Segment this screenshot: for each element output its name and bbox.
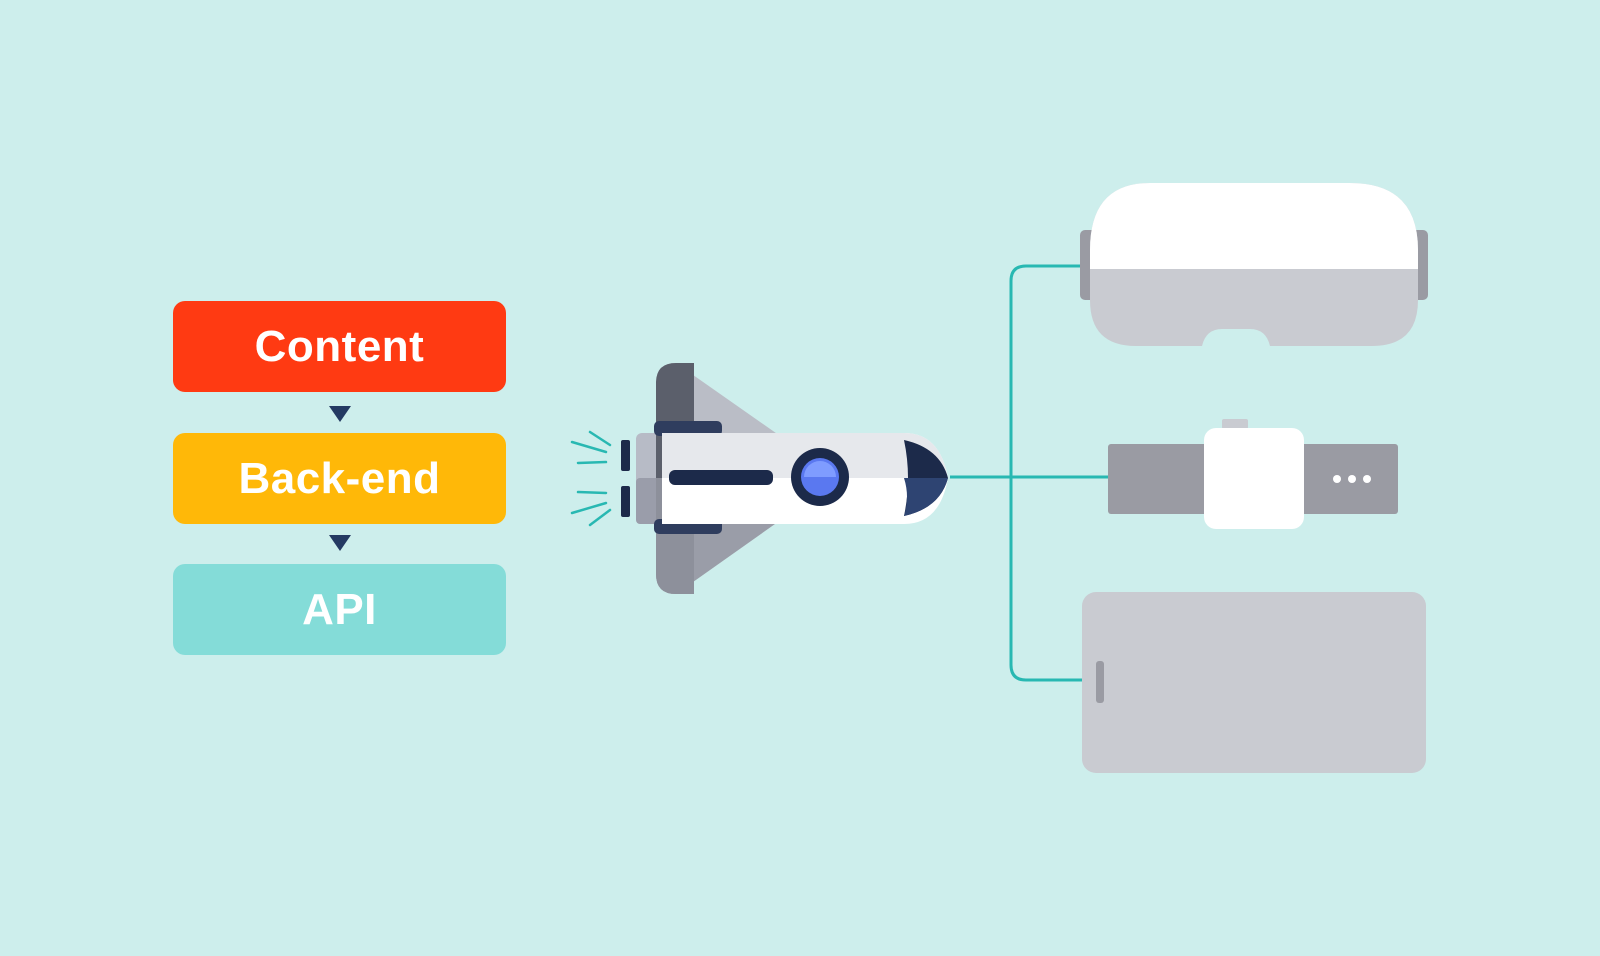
smartwatch-icon	[1108, 419, 1398, 529]
backend-box: Back-end	[173, 433, 506, 524]
content-label: Content	[254, 321, 425, 371]
down-arrow-icon	[329, 406, 351, 422]
connector-lines	[950, 264, 1108, 682]
content-box: Content	[173, 301, 506, 392]
exhaust-lines	[570, 430, 612, 527]
smartphone-icon	[1082, 592, 1426, 773]
down-arrow-icon	[329, 535, 351, 551]
rocket-icon	[570, 363, 948, 594]
backend-label: Back-end	[238, 453, 441, 503]
api-label: API	[302, 584, 377, 634]
vr-headset-icon	[1080, 183, 1428, 346]
api-box: API	[173, 564, 506, 655]
